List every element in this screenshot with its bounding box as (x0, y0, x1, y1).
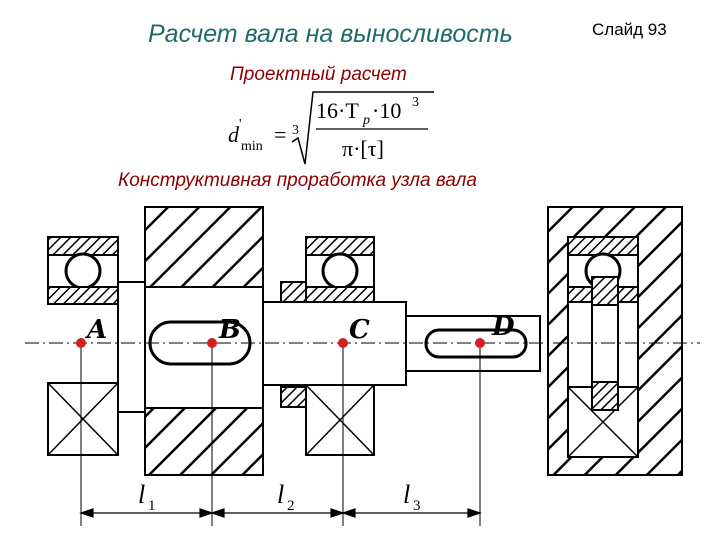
dimension-lines (79, 508, 482, 518)
formula-numerator-exp: 3 (412, 95, 419, 110)
formula-prime: ' (239, 117, 242, 132)
dim-l3-sub: 3 (413, 498, 421, 514)
slide-number: Слайд 93 (592, 20, 667, 39)
design-calc-heading: Проектный расчет (230, 64, 407, 85)
point-a-label: A (84, 315, 107, 345)
construct-heading: Конструктивная проработка узла вала (118, 170, 477, 191)
point-b-marker (207, 338, 217, 348)
formula-equals: = (274, 122, 286, 147)
load-points (76, 338, 485, 348)
formula-numerator: 16·T (316, 98, 359, 123)
point-d-marker (475, 338, 485, 348)
dim-l1-label: l (138, 480, 145, 509)
point-a-marker (76, 338, 86, 348)
formula-numerator-tail: ·10 (372, 98, 401, 123)
shaft-diameter-formula: d ' min = 3 16·T p ·10 3 π·[τ] (228, 91, 434, 165)
right-spacer-top (591, 276, 619, 306)
point-c-marker (338, 338, 348, 348)
dim-l1-sub: 1 (148, 498, 156, 514)
right-housing (547, 206, 683, 476)
middle-bearing (280, 236, 375, 456)
dim-l2-sub: 2 (287, 498, 295, 514)
formula-min-subscript: min (241, 139, 263, 154)
formula-root-index: 3 (292, 123, 299, 138)
right-spacer-bottom (591, 381, 619, 411)
spacer-bottom (280, 386, 307, 408)
point-c-label: C (349, 315, 370, 345)
dim-l3-label: l (403, 480, 410, 509)
left-housing (117, 206, 264, 476)
formula-numerator-sub: p (362, 113, 370, 128)
dimension-leaders (80, 343, 481, 526)
radical-sign (291, 91, 434, 165)
spacer-top (280, 281, 307, 303)
point-b-label: B (218, 315, 241, 345)
dim-l2-label: l (277, 480, 284, 509)
slide-title: Расчет вала на выносливость (148, 20, 513, 48)
formula-d-symbol: d (228, 122, 240, 147)
formula-denominator: π·[τ] (342, 136, 384, 161)
point-d-label: D (491, 312, 515, 342)
